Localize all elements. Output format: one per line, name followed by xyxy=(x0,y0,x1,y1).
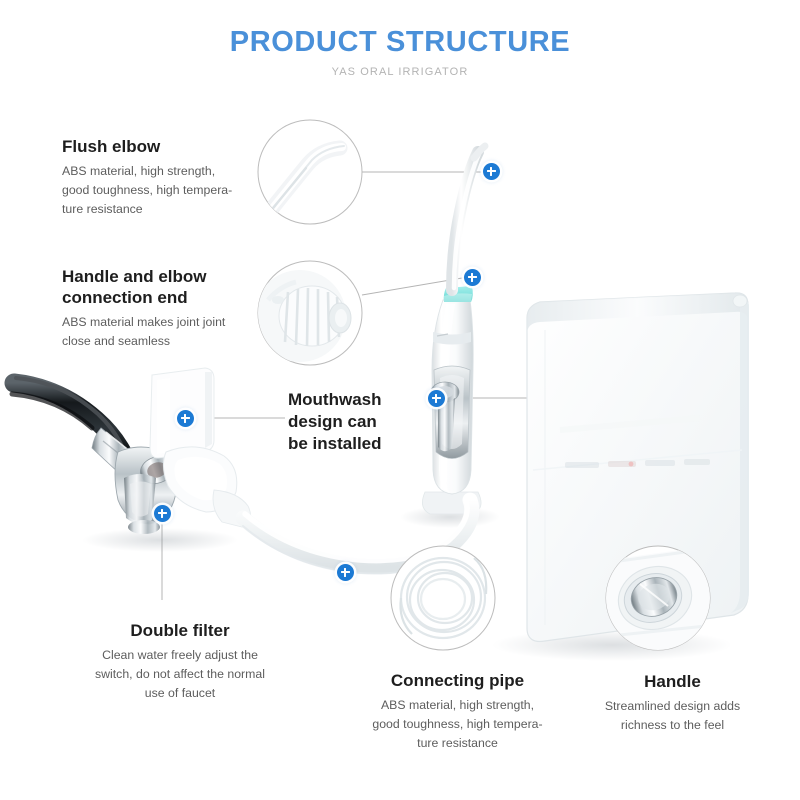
callout-handle-elbow-connection-end: Handle and elbow connection end ABS mate… xyxy=(62,266,307,351)
callout-description: ABS material, high strength, good toughn… xyxy=(372,698,543,751)
page-subtitle: YAS ORAL IRRIGATOR xyxy=(331,66,469,79)
callout-description: Clean water freely adjust the switch, do… xyxy=(95,648,265,701)
page-title: PRODUCT STRUCTURE xyxy=(229,26,571,58)
faucet-filter-assembly xyxy=(4,367,251,552)
callout-flush-elbow: Flush elbow ABS material, high strength,… xyxy=(62,136,302,219)
detail-circle-flush-elbow xyxy=(257,119,363,225)
callout-description: ABS material, high strength, good toughn… xyxy=(62,164,233,217)
callout-handle: Handle Streamlined design adds richness … xyxy=(565,671,780,735)
marker-mouthwash[interactable] xyxy=(176,409,194,427)
callout-title: Connecting pipe xyxy=(390,671,525,690)
detail-circle-connection-end xyxy=(257,260,363,366)
callout-mouthwash-design: Mouthwash design can be installed xyxy=(288,389,438,455)
detail-circle-connecting-pipe xyxy=(390,545,496,651)
water-tank xyxy=(492,292,749,661)
marker-double-filter[interactable] xyxy=(153,504,171,522)
callout-title: Mouthwash design can be installed xyxy=(288,390,382,454)
marker-connecting-pipe[interactable] xyxy=(336,563,354,581)
callout-title: Flush elbow xyxy=(62,137,161,156)
callout-description: Streamlined design adds richness to the … xyxy=(604,699,741,733)
callout-title: Double filter xyxy=(130,621,230,640)
tank-inner-label xyxy=(565,459,710,468)
callout-double-filter: Double filter Clean water freely adjust … xyxy=(60,620,300,703)
callout-title: Handle xyxy=(644,672,701,691)
marker-flush-elbow[interactable] xyxy=(482,162,500,180)
irrigator-handle xyxy=(400,142,500,528)
callout-title: Handle and elbow connection end xyxy=(62,267,207,308)
header: PRODUCT STRUCTURE YAS ORAL IRRIGATOR xyxy=(0,26,800,78)
callout-connecting-pipe: Connecting pipe ABS material, high stren… xyxy=(340,670,575,753)
callout-description: ABS material makes joint joint close and… xyxy=(62,315,226,349)
detail-circle-handle xyxy=(605,545,711,651)
marker-handle[interactable] xyxy=(427,389,445,407)
marker-connection-end[interactable] xyxy=(463,268,481,286)
